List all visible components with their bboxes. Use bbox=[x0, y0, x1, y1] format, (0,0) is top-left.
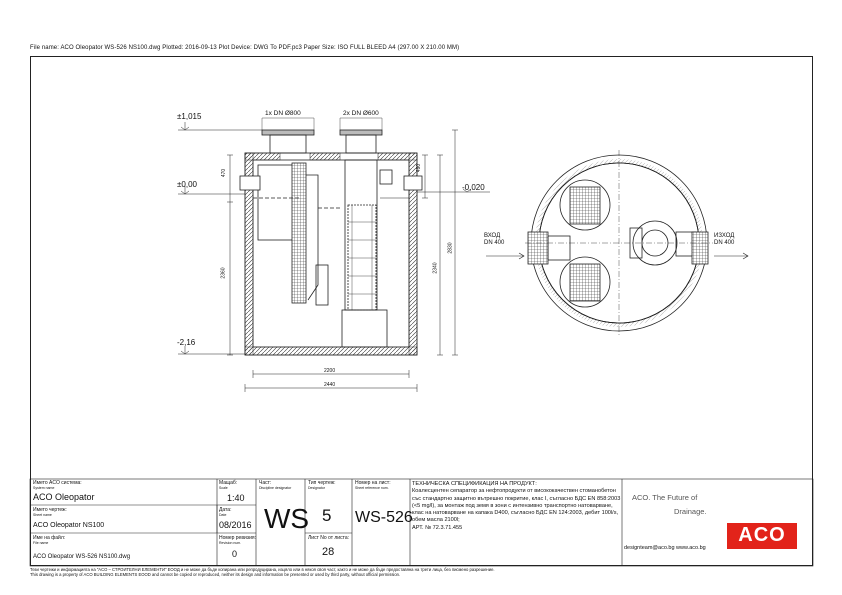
spec-body: Коалесцентен сепаратор за нефтопродукти … bbox=[412, 488, 621, 524]
contact-info[interactable]: designteam@aco.bg www.aco.bg bbox=[624, 545, 706, 551]
sheet-name-label: Името чертеж: bbox=[33, 507, 67, 513]
plan-view bbox=[486, 150, 749, 336]
sheet-number-label: Номер на лист: bbox=[355, 480, 391, 486]
system-name-label-en: System name bbox=[33, 486, 55, 490]
date-label-en: Date bbox=[219, 513, 227, 517]
drawing-frame bbox=[30, 56, 813, 566]
sheet-name-label-en: Sheet name bbox=[33, 513, 52, 517]
scale-label: Мащаб: bbox=[219, 480, 238, 486]
inlet-label: ВХОД bbox=[484, 233, 501, 239]
brand-line-2: Drainage. bbox=[674, 507, 707, 516]
scale-label-en: Scale bbox=[219, 486, 228, 490]
file-name-label: Име на файл: bbox=[33, 535, 66, 541]
date-value: 08/2016 bbox=[219, 520, 252, 530]
title-block-lines bbox=[29, 478, 814, 567]
revision-label-en: Revision num. bbox=[219, 541, 242, 545]
dim-490: 490 bbox=[416, 163, 423, 173]
copyright-line-bg: Тези чертежи и информацията на "ACO – СТ… bbox=[30, 567, 495, 572]
dim-2200: 2200 bbox=[324, 368, 336, 374]
file-name-value: ACO Oleopator WS-526 NS100.dwg bbox=[33, 554, 131, 560]
type-label-en: Designator bbox=[308, 486, 325, 490]
type-value: 5 bbox=[322, 506, 332, 525]
sheet-number-value: WS-526 bbox=[355, 509, 413, 526]
part-label-en: Discipline designator bbox=[259, 486, 292, 490]
file-info-header: File name: ACO Oleopator WS-526 NS100.dw… bbox=[30, 45, 460, 51]
dim-470: 470 bbox=[221, 168, 228, 178]
revision-label: Номер ревизия: bbox=[219, 535, 256, 541]
system-name-value: ACO Oleopator bbox=[33, 492, 95, 502]
part-label: Част: bbox=[259, 480, 272, 486]
part-value: WS bbox=[264, 503, 310, 534]
article-number: АРТ. № 72.3.71.455 bbox=[412, 524, 463, 531]
file-name-label-en: File name bbox=[33, 541, 49, 545]
scale-value: 1:40 bbox=[227, 493, 245, 503]
revision-value: 0 bbox=[232, 549, 238, 559]
level-bottom-label: -2,16 bbox=[177, 338, 196, 347]
sheet-number-label-en: Sheet reference num. bbox=[355, 486, 389, 490]
level-top-label: ±1,015 bbox=[177, 112, 202, 121]
date-label: Дата: bbox=[219, 507, 232, 513]
dim-2830: 2830 bbox=[447, 242, 454, 254]
sheets-label: Лист No от листа: bbox=[308, 535, 349, 541]
spec-title: ТЕХНИЧЕСКА СПЕЦИФИКАЦИЯ НА ПРОДУКТ: bbox=[412, 481, 537, 487]
outlet-label: ИЗХОД bbox=[714, 233, 735, 239]
dim-2340: 2340 bbox=[432, 262, 439, 274]
section-view bbox=[178, 117, 490, 392]
level-outlet-label: -0,020 bbox=[462, 183, 485, 192]
level-zero-label: ±0,00 bbox=[177, 180, 197, 189]
type-label: Тип чертеж: bbox=[308, 480, 336, 486]
cover-dn600-label: 2x DN Ø600 bbox=[343, 110, 379, 117]
outlet-dn-label: DN 400 bbox=[714, 240, 735, 246]
product-specification: ТЕХНИЧЕСКА СПЕЦИФИКАЦИЯ НА ПРОДУКТ: Коал… bbox=[412, 481, 622, 532]
aco-logo-text: ACO bbox=[738, 524, 786, 546]
inlet-dn-label: DN 400 bbox=[484, 240, 505, 246]
brand-line-1: ACO. The Future of bbox=[632, 493, 698, 502]
dim-2440: 2440 bbox=[324, 382, 336, 388]
dim-2360: 2360 bbox=[220, 267, 227, 279]
cover-dn800-label: 1x DN Ø800 bbox=[265, 110, 301, 117]
aco-logo: ACO bbox=[727, 523, 797, 549]
sheets-value: 28 bbox=[322, 546, 335, 558]
copyright-line-en: This drawing is a property of ACO BUILDI… bbox=[30, 572, 401, 577]
system-name-label: Името ACO система: bbox=[33, 480, 82, 486]
sheet-name-value: ACO Oleopator NS100 bbox=[33, 522, 105, 529]
